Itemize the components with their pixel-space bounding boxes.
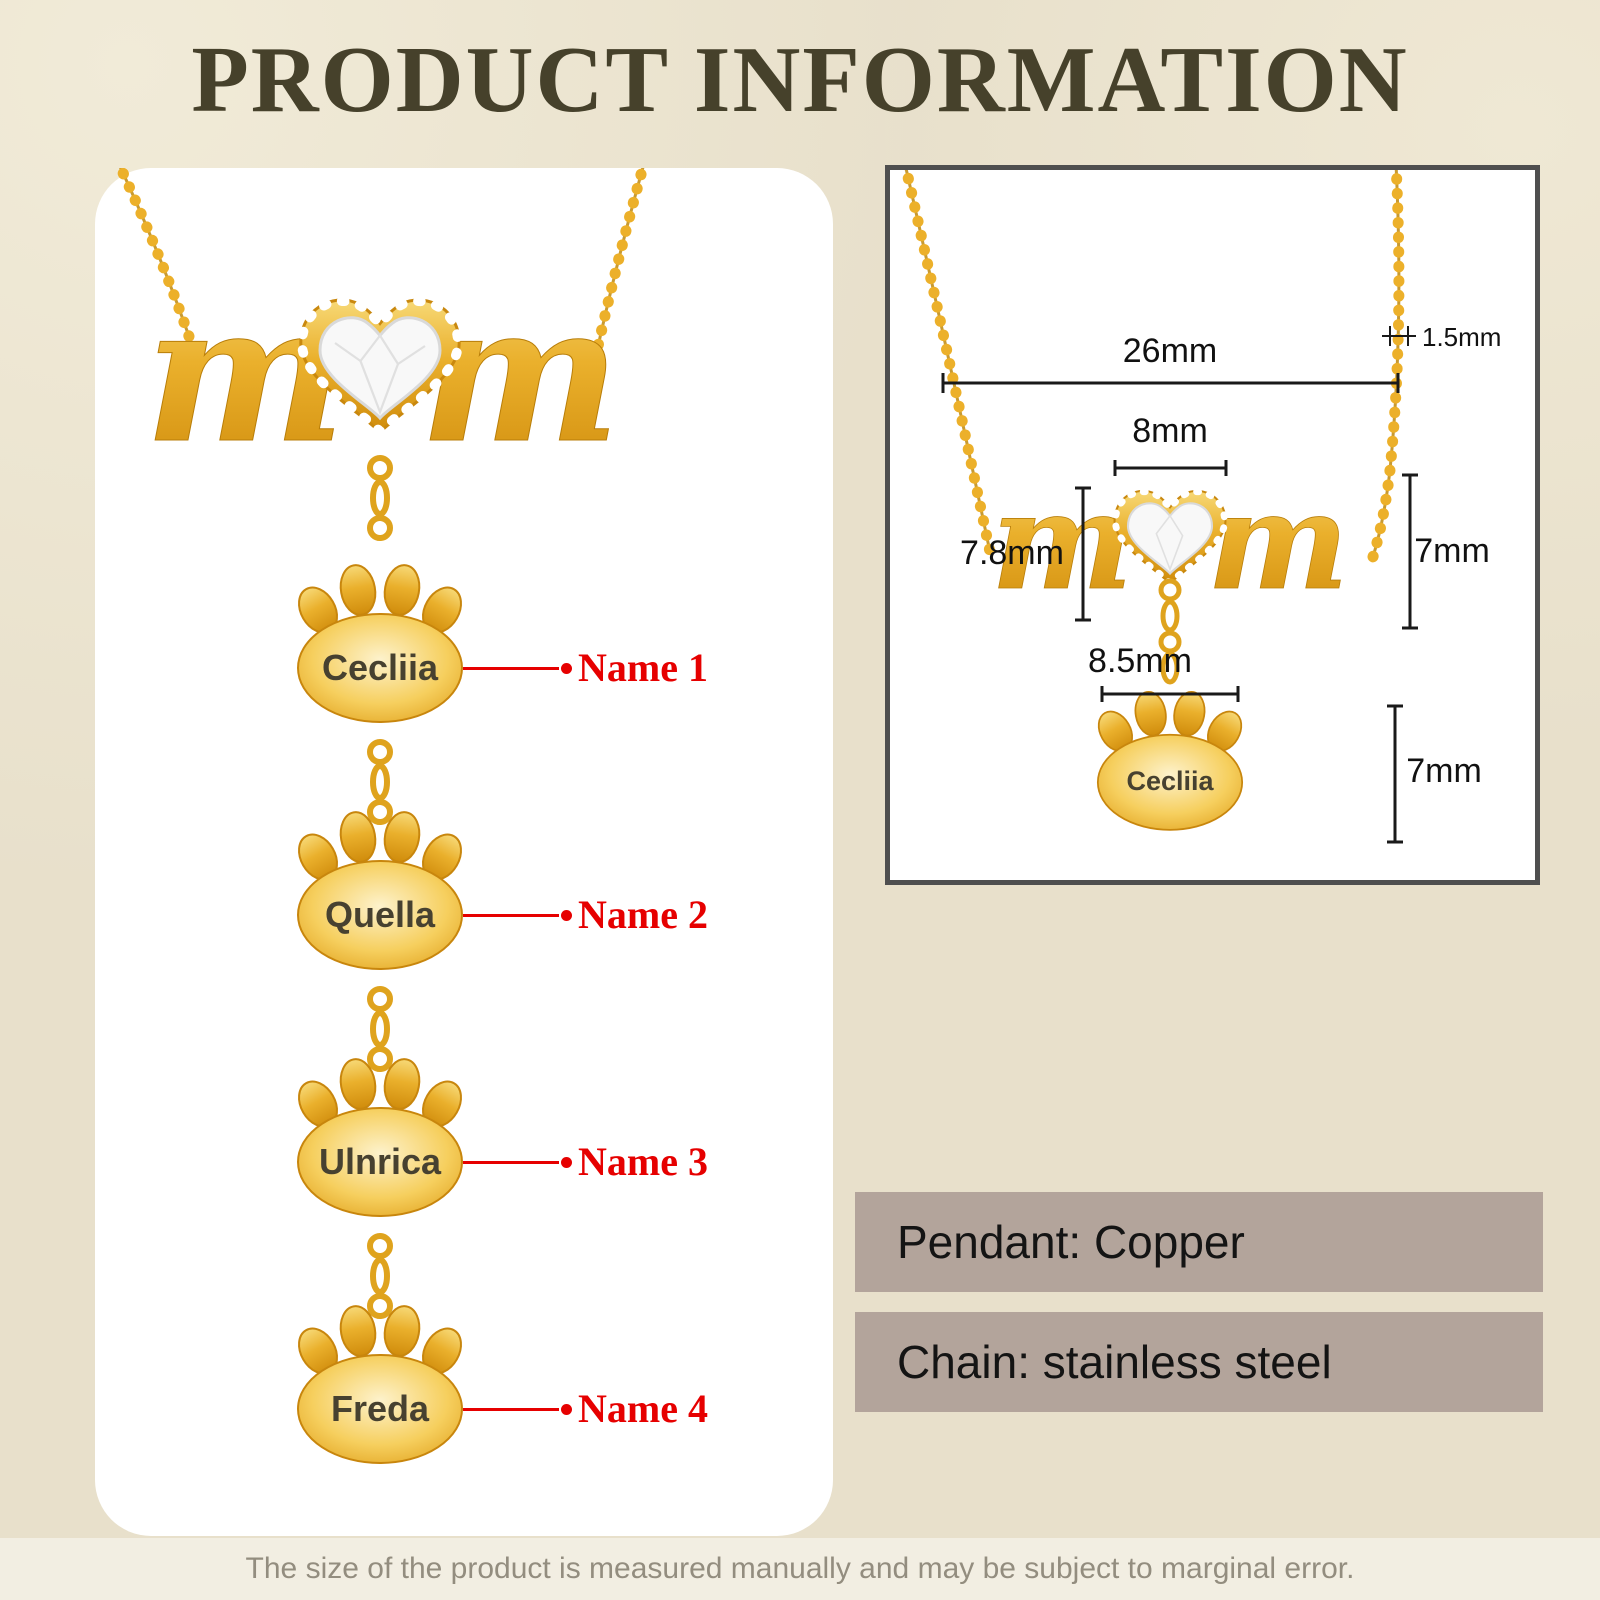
chain-link — [370, 1236, 390, 1316]
paw-charm-sample: Cecliia — [1091, 688, 1249, 831]
annotation-dot — [561, 662, 572, 674]
sample-charm-name: Cecliia — [1126, 766, 1214, 796]
paw-charm-3: Ulnrica — [290, 1055, 470, 1217]
spec-pendant-material: Pendant: Copper — [855, 1192, 1543, 1292]
necklace-chain — [899, 158, 1405, 566]
name4-annotation: Name 4 — [463, 1387, 708, 1431]
name2-label: Name 2 — [578, 892, 708, 937]
chain-link — [1158, 578, 1182, 685]
mom-pendant: m m — [144, 262, 621, 486]
name3-label: Name 3 — [578, 1139, 708, 1184]
measurement-1-5mm: 1.5mm — [1382, 322, 1501, 352]
measurement-26mm: 26mm — [941, 332, 1400, 393]
page-title: PRODUCT INFORMATION — [191, 28, 1409, 132]
measurement-7mm-pendant: 7mm — [1402, 473, 1490, 630]
annotation-line — [463, 913, 559, 917]
charm-name-1: Cecliia — [322, 647, 439, 688]
name3-annotation: Name 3 — [463, 1140, 708, 1184]
measurement-7mm-paw: 7mm — [1387, 704, 1482, 844]
chain-link — [370, 742, 390, 822]
necklace-illustration: m m Cecliia Quella Ulnrica — [114, 168, 649, 1464]
annotation-dot — [561, 1403, 572, 1415]
annotation-line — [463, 1160, 559, 1164]
word-height-label: 7.8mm — [960, 534, 1064, 572]
pendant-letter-right: m — [1207, 462, 1349, 620]
product-photo-panel: m m Cecliia Quella Ulnrica — [95, 168, 833, 1536]
charm-name-4: Freda — [331, 1388, 430, 1429]
mom-pendant-small: m m — [991, 462, 1350, 621]
pendant-height-label: 7mm — [1414, 532, 1490, 570]
chain-thickness-label: 1.5mm — [1422, 322, 1501, 352]
chain-width-label: 26mm — [1123, 332, 1217, 370]
annotation-line — [463, 1407, 559, 1411]
necklace-chain — [114, 168, 649, 366]
spec-chain-text: Chain: stainless steel — [897, 1336, 1332, 1388]
heart-width-label: 8mm — [1132, 412, 1208, 450]
measurement-8mm: 8mm — [1113, 412, 1228, 476]
measurement-8-5mm: 8.5mm — [1088, 642, 1240, 702]
name4-label: Name 4 — [578, 1386, 708, 1431]
disclaimer-bar: The size of the product is measured manu… — [0, 1538, 1600, 1600]
spec-chain-material: Chain: stainless steel — [855, 1312, 1543, 1412]
name1-label: Name 1 — [578, 645, 708, 690]
spec-pendant-text: Pendant: Copper — [897, 1216, 1245, 1268]
paw-width-label: 8.5mm — [1088, 642, 1192, 680]
paw-charm-2: Quella — [290, 808, 470, 970]
paw-charm-4: Freda — [290, 1302, 470, 1464]
name1-annotation: Name 1 — [463, 646, 708, 690]
paw-charm-1: Cecliia — [290, 561, 470, 723]
chain-link — [370, 989, 390, 1069]
size-chart-panel: m m Cecliia 26mm — [885, 158, 1540, 885]
annotation-dot — [561, 1156, 572, 1168]
disclaimer-text: The size of the product is measured manu… — [245, 1552, 1355, 1585]
name2-annotation: Name 2 — [463, 893, 708, 937]
measurement-7-8mm: 7.8mm — [960, 486, 1091, 622]
chain-link — [370, 458, 390, 538]
charm-name-2: Quella — [325, 894, 436, 935]
annotation-line — [463, 666, 559, 670]
annotation-dot — [561, 909, 572, 921]
charm-name-3: Ulnrica — [319, 1141, 442, 1182]
size-chart-illustration: m m Cecliia 26mm — [899, 158, 1501, 844]
paw-height-label: 7mm — [1406, 752, 1482, 790]
pendant-letter-left: m — [991, 462, 1133, 620]
pendant-letter-right: m — [419, 262, 620, 485]
